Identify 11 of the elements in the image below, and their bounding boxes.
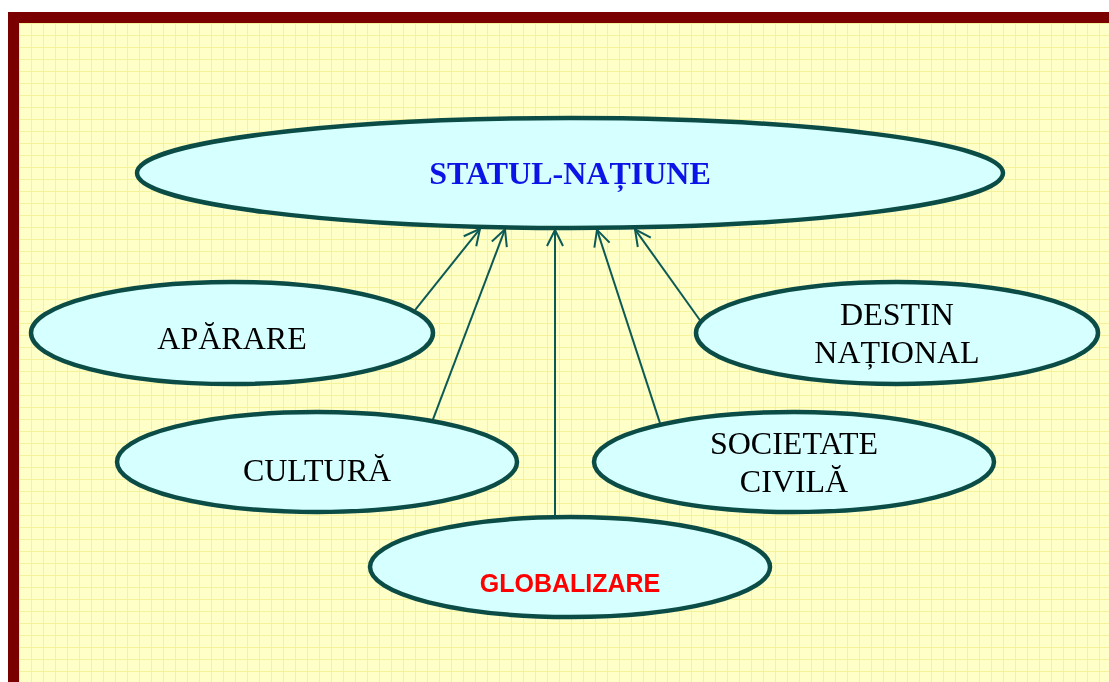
node-label: CULTURĂ — [241, 451, 393, 489]
node-label: GLOBALIZARE — [478, 568, 662, 599]
arrow — [546, 228, 564, 517]
arrow — [593, 228, 661, 425]
arrow — [634, 228, 701, 322]
node-label: STATUL-NAȚIUNE — [428, 154, 712, 192]
node-label: SOCIETATE CIVILĂ — [708, 424, 880, 500]
node-label: DESTIN NAȚIONAL — [813, 295, 981, 371]
node-label: APĂRARE — [156, 319, 308, 357]
arrow — [414, 227, 481, 312]
arrow — [432, 228, 508, 421]
